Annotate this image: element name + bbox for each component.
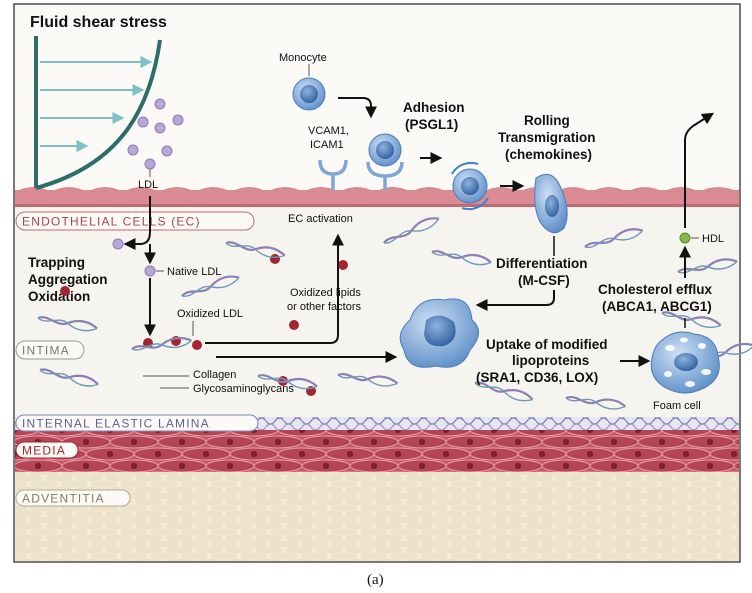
differentiation-arrow (475, 290, 555, 311)
figure-caption: (a) (367, 572, 384, 588)
uptake-label-3: (SRA1, CD36, LOX) (476, 370, 598, 385)
other-factors-label: or other factors (287, 301, 361, 313)
abca-label: (ABCA1, ABCG1) (602, 299, 712, 314)
shear-velocity-profile (35, 39, 162, 190)
shear-arrows (40, 56, 153, 152)
differentiation-label: Differentiation (496, 256, 588, 271)
native-ldl-particle (144, 265, 156, 277)
transmigrating-monocyte (534, 173, 568, 234)
intima-label: INTIMA (22, 344, 70, 358)
adhesion-label: Adhesion (403, 100, 465, 115)
ec-label-box (15, 211, 255, 231)
mcsf-label: (M-CSF) (518, 273, 570, 288)
uptake-label-2: lipoproteins (512, 353, 589, 368)
endothelium-layer (15, 187, 739, 207)
psgl1-label: (PSGL1) (405, 117, 458, 132)
foam-cell (650, 331, 720, 394)
collagen-label: Collagen (193, 369, 236, 381)
ldl-particles (127, 98, 184, 170)
aggregation-label: Aggregation (28, 272, 108, 287)
adhering-monocyte (368, 133, 402, 167)
vcam-receptor (318, 159, 348, 190)
oxidized-lipids-label: Oxidized lipids (290, 287, 361, 299)
chemokines-label: (chemokines) (505, 147, 592, 162)
cholesterol-efflux-label: Cholesterol efflux (598, 282, 713, 297)
ldl-entry-arrow (123, 196, 151, 250)
iel-label-box (15, 414, 259, 432)
foam-cell-label: Foam cell (653, 400, 701, 412)
media-label-box (15, 441, 79, 459)
gag-label: Glycosaminoglycans (193, 383, 294, 395)
hdl-particle (679, 232, 691, 244)
hdl-label: HDL (702, 233, 724, 245)
ec-activation-label: EC activation (288, 213, 353, 225)
uptake-label-1: Uptake of modified (486, 337, 608, 352)
intima-label-box (15, 340, 85, 360)
transmigration-label: Transmigration (498, 130, 596, 145)
media-label: MEDIA (22, 444, 66, 458)
monocyte-to-adhesion-arrow (338, 97, 377, 119)
media-layer (15, 430, 739, 472)
adventitia-label-box (15, 489, 131, 507)
rolling-monocyte (451, 161, 489, 211)
trapped-ldl (112, 238, 124, 250)
monocyte-label: Monocyte (279, 52, 327, 64)
vcam-label: VCAM1, (308, 125, 349, 137)
icam-label: ICAM1 (310, 139, 344, 151)
adventitia-layer (15, 472, 739, 561)
monocyte-cell (292, 77, 326, 111)
adhesion-receptor (366, 161, 404, 190)
efflux-out-arrow (684, 112, 715, 228)
fluid-shear-stress-label: Fluid shear stress (30, 14, 167, 31)
lumen-area (15, 5, 739, 193)
oxidized-ldl-label: Oxidized LDL (177, 308, 243, 320)
native-ldl-label: Native LDL (167, 266, 221, 278)
macrophage-cell (399, 298, 479, 368)
rolling-label: Rolling (524, 113, 570, 128)
internal-elastic-lamina-label: INTERNAL ELASTIC LAMINA (22, 417, 210, 431)
oxidation-label: Oxidation (28, 289, 90, 304)
endothelial-cells-label: ENDOTHELIAL CELLS (EC) (22, 215, 201, 229)
oxldl-to-ec-activation-arrow (205, 233, 344, 344)
ldl-label: LDL (138, 179, 158, 191)
trapping-label: Trapping (28, 255, 85, 270)
adventitia-label: ADVENTITIA (22, 492, 105, 506)
